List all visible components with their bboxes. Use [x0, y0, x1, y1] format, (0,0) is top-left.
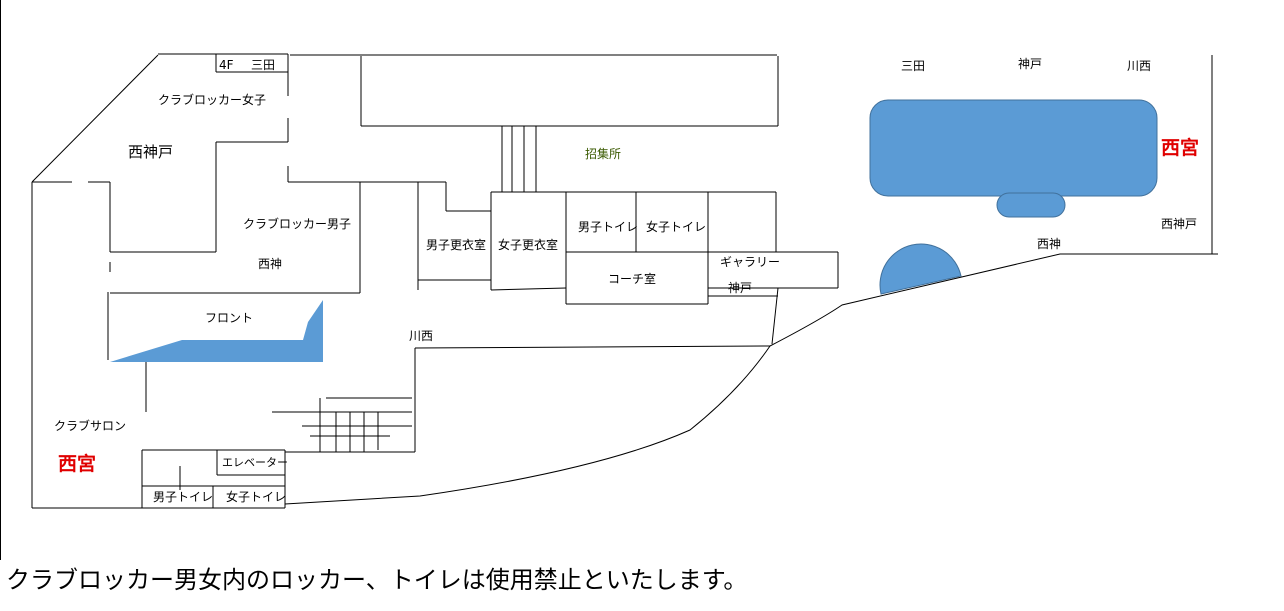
floor-label: 4F: [219, 58, 234, 72]
coach-room-label: コーチ室: [608, 271, 656, 286]
recruitment-office-label: 招集所: [585, 146, 621, 161]
seishin-label-right: 西神: [1037, 237, 1061, 251]
women-toilet-bottom-label: 女子トイレ: [226, 489, 286, 504]
boundary-curve: [284, 253, 1218, 505]
sanda-label-right: 三田: [901, 59, 925, 73]
room-walls: [414, 181, 839, 452]
gallery-label: ギャラリー: [720, 255, 780, 269]
women-changing-room-label: 女子更衣室: [498, 237, 558, 252]
small-pool: [996, 192, 1066, 218]
women-toilet-mid-label: 女子トイレ: [646, 219, 706, 234]
main-pool: [869, 99, 1158, 197]
kawanishi-label-right: 川西: [1127, 59, 1151, 73]
left-building-walls: [31, 53, 779, 508]
men-changing-room-label: 男子更衣室: [426, 237, 486, 252]
nishinomiya-label-left: 西宮: [58, 452, 96, 475]
usage-notice: クラブロッカー男女内のロッカー、トイレは使用禁止といたします。: [6, 566, 748, 594]
nishi-kobe-label-left: 西神戸: [128, 143, 173, 161]
seishin-label-left: 西神: [258, 257, 282, 271]
nishinomiya-label-right: 西宮: [1161, 136, 1199, 159]
elevator-label: エレベーター: [222, 456, 288, 469]
round-pool: [879, 243, 962, 295]
floor-plan-diagram: 4F 三田 クラブロッカー女子 西神戸 クラブロッカー男子 西神 フロント クラ…: [0, 0, 1218, 560]
men-toilet-bottom-label: 男子トイレ: [153, 490, 213, 504]
kobe-label-right: 神戸: [1018, 57, 1042, 71]
front-counter-shape: [110, 300, 323, 362]
club-locker-men-label: クラブロッカー男子: [243, 216, 351, 231]
kawanishi-label-mid: 川西: [409, 329, 433, 343]
men-toilet-mid-label: 男子トイレ: [578, 220, 638, 234]
club-locker-women-label: クラブロッカー女子: [158, 92, 266, 107]
kobe-label-mid: 神戸: [728, 281, 752, 295]
bottom-left-rooms: [32, 449, 286, 509]
nishi-kobe-label-right: 西神戸: [1161, 217, 1197, 231]
front-label: フロント: [205, 311, 253, 325]
sanda-label-left: 三田: [251, 58, 275, 72]
club-salon-label: クラブサロン: [54, 418, 126, 433]
stairs: [272, 397, 415, 453]
